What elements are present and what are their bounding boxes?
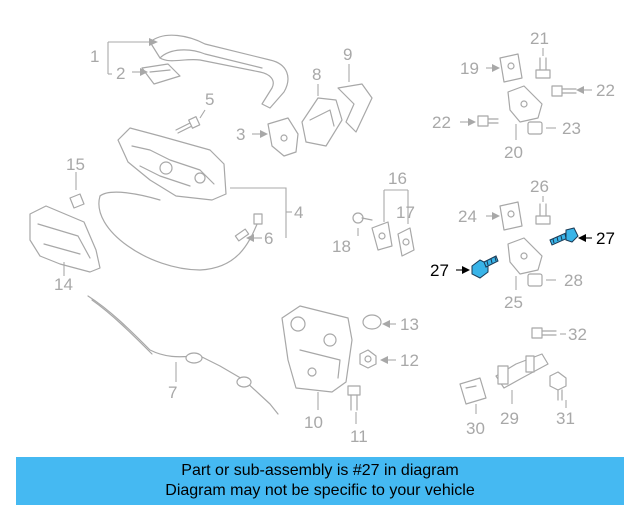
hinge-24 — [499, 201, 523, 231]
hinge-25 — [507, 237, 543, 275]
part-9 — [337, 83, 373, 133]
bracket-16 — [371, 221, 393, 251]
label-5: 5 — [205, 90, 214, 109]
label-8: 8 — [312, 65, 321, 84]
label-12: 12 — [400, 351, 419, 370]
bolt-22a — [551, 85, 577, 97]
bolt-22b — [477, 115, 499, 127]
label-17: 17 — [396, 203, 415, 222]
label-21: 21 — [530, 29, 549, 48]
bolt-26 — [535, 203, 551, 225]
label-11: 11 — [350, 427, 368, 446]
part-14 — [29, 205, 101, 273]
check-strap-29 — [495, 353, 549, 389]
cap-13 — [362, 314, 382, 330]
label-3: 3 — [236, 125, 245, 144]
label-1: 1 — [90, 47, 99, 66]
screw-32 — [531, 327, 557, 339]
label-15: 15 — [66, 155, 85, 174]
cap-23 — [527, 121, 543, 135]
label-14: 14 — [54, 275, 73, 294]
block-30 — [459, 377, 487, 405]
latch-10 — [281, 305, 353, 393]
cable-6 — [98, 191, 263, 271]
label-28: 28 — [564, 271, 583, 290]
label-2: 2 — [116, 64, 125, 83]
label-24: 24 — [458, 207, 477, 226]
bolt-27-right — [549, 227, 579, 246]
label-22a: 22 — [432, 113, 451, 132]
label-29: 29 — [500, 409, 519, 428]
label-22b: 22 — [596, 81, 615, 100]
handle-frame-4 — [117, 127, 227, 201]
parts-diagram: 1 2 5 3 8 9 4 6 — [29, 29, 615, 446]
banner-line-1: Part or sub-assembly is #27 in diagram — [181, 462, 459, 479]
bolt-21 — [535, 57, 551, 79]
label-19: 19 — [460, 59, 479, 78]
part-17 — [397, 227, 415, 257]
label-18: 18 — [332, 237, 351, 256]
label-10: 10 — [304, 413, 323, 432]
label-27b: 27 — [596, 229, 615, 248]
part-8 — [301, 97, 343, 147]
screw-5 — [175, 116, 201, 134]
banner-line-2: Diagram may not be specific to your vehi… — [165, 482, 475, 499]
label-9: 9 — [343, 45, 352, 64]
cap-28 — [527, 273, 543, 287]
label-16: 16 — [388, 169, 407, 188]
label-7: 7 — [168, 383, 177, 402]
outside-handle — [141, 34, 289, 109]
bolt-31 — [549, 371, 567, 401]
label-30: 30 — [466, 419, 485, 438]
label-32: 32 — [568, 325, 587, 344]
bolt-27-left — [471, 255, 499, 279]
label-27a: 27 — [430, 261, 449, 280]
info-banner: Part or sub-assembly is #27 in diagram D… — [16, 457, 624, 505]
label-20: 20 — [504, 143, 523, 162]
rod-7 — [87, 295, 279, 415]
label-4: 4 — [294, 203, 303, 222]
nut-12 — [359, 349, 377, 369]
label-25: 25 — [504, 293, 523, 312]
label-6: 6 — [264, 229, 273, 248]
pin-18 — [352, 212, 373, 224]
label-23: 23 — [562, 119, 581, 138]
hinge-19 — [499, 53, 523, 83]
clip-15 — [69, 193, 85, 209]
hinge-20 — [507, 85, 543, 123]
bolt-11 — [347, 385, 361, 411]
label-26: 26 — [530, 177, 549, 196]
label-31: 31 — [556, 409, 575, 428]
bracket-3 — [267, 117, 299, 157]
label-13: 13 — [400, 315, 419, 334]
